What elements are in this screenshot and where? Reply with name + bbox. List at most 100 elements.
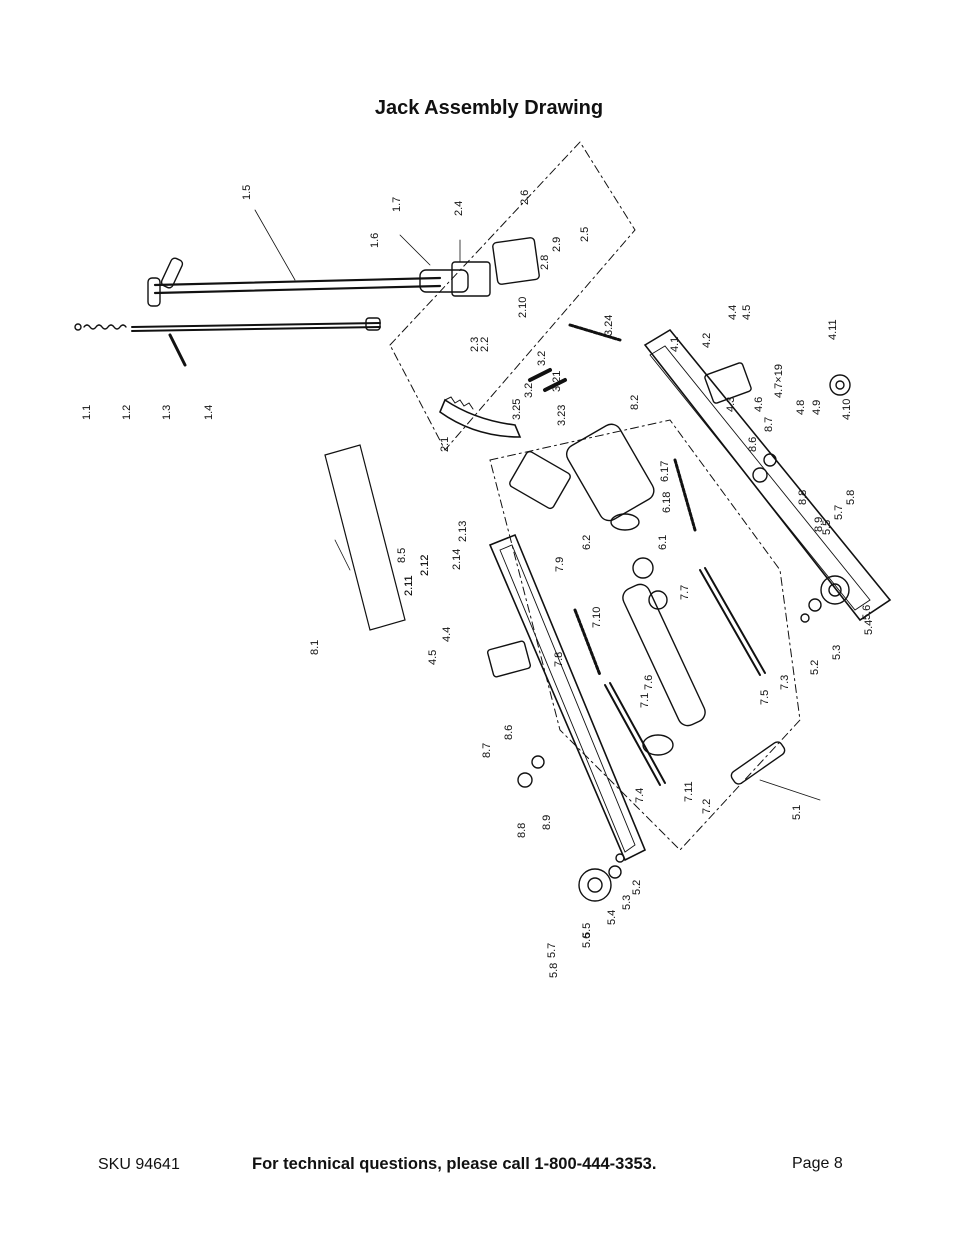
part-label: 5.3 xyxy=(621,895,633,910)
part-label: 6.2 xyxy=(581,535,593,550)
part-label: 5.1 xyxy=(791,805,803,820)
part-label: 7.7 xyxy=(679,585,691,600)
part-label: 8.9 xyxy=(541,815,553,830)
hydraulic-pump xyxy=(509,368,655,531)
lift-bracket-left xyxy=(486,640,532,678)
part-label: 5.4 xyxy=(606,910,618,925)
part-label: 5.8 xyxy=(845,490,857,505)
part-label: 2.14 xyxy=(451,549,463,570)
part-label: 3.25 xyxy=(511,399,523,420)
part-label: 7.1 xyxy=(639,693,651,708)
part-label: 7.6 xyxy=(643,675,655,690)
part-label: 5.5 xyxy=(821,520,833,535)
dashed-envelope-upper xyxy=(389,141,636,451)
part-label: 2.11 xyxy=(403,575,415,596)
part-label: 7.8 xyxy=(553,652,565,667)
part-label: 5.7 xyxy=(546,943,558,958)
part-label: 2.4 xyxy=(453,201,465,216)
part-label: 4.9 xyxy=(811,400,823,415)
part-label: 8.7 xyxy=(481,743,493,758)
part-label: 8.1 xyxy=(309,640,321,655)
part-label: 2.12 xyxy=(419,555,431,576)
wheel-left xyxy=(578,853,625,902)
part-label: 2.9 xyxy=(551,237,563,252)
part-label: 1.3 xyxy=(161,405,173,420)
part-label: 6.18 xyxy=(661,492,673,513)
part-label-layer: 1.1 1.2 1.3 1.4 1.5 1.6 1.7 2.1 2.22.3 2.4 2.5 2.6 2… xyxy=(81,185,875,978)
part-label: 4.5 xyxy=(427,650,439,665)
jack-assembly-drawing: 1.1 1.2 1.3 1.4 1.5 1.6 1.7 2.1 2.22.3 2.4 2.5 2.6 2… xyxy=(74,141,892,978)
part-label: 8.8 xyxy=(797,490,809,505)
part-label: 1.7 xyxy=(391,197,403,212)
part-label: 8.6 xyxy=(747,437,759,452)
part-label: 8.9 xyxy=(813,517,825,532)
part-label: 4.3 xyxy=(725,397,737,412)
part-label: 3.24 xyxy=(603,315,615,336)
part-label: 5.2 xyxy=(631,880,643,895)
part-label: 2.3 xyxy=(469,337,481,352)
sku-number: SKU 94641 xyxy=(98,1156,180,1173)
part-label: 2.8 xyxy=(539,255,551,270)
part-label: 3.2 xyxy=(523,383,535,398)
part-label: 6.17 xyxy=(659,461,671,482)
left-side-frame xyxy=(488,533,647,862)
part-label: 7.2 xyxy=(701,799,713,814)
part-label: 5.4 xyxy=(863,620,875,635)
part-label: 4.10 xyxy=(841,399,853,420)
drawing-lines xyxy=(74,141,892,902)
part-label: 5.2 xyxy=(809,660,821,675)
wheel-right xyxy=(800,575,850,623)
part-label: 3.23 xyxy=(556,405,568,426)
part-label: 5.5 xyxy=(581,923,593,938)
part-label: 8.2 xyxy=(629,395,641,410)
part-label: 4.4 xyxy=(727,305,739,320)
handle-assembly xyxy=(147,257,491,307)
part-label: 2.10 xyxy=(517,297,529,318)
part-label: 7.9 xyxy=(554,557,566,572)
part-label: 8.8 xyxy=(516,823,528,838)
part-label: 1.5 xyxy=(241,185,253,200)
saddle-arm xyxy=(439,398,522,438)
part-label: 5.6 xyxy=(861,605,873,620)
part-label: 2.2 xyxy=(479,337,491,352)
dashed-envelope-lower xyxy=(489,419,801,851)
part-label: 4.5 xyxy=(741,305,753,320)
part-label: 7.11 xyxy=(683,781,695,802)
part-label: 4.1 xyxy=(669,337,681,352)
part-label: 5.6 xyxy=(581,933,593,948)
part-label: 4.7×19 xyxy=(773,364,785,398)
upper-bracket xyxy=(492,237,540,285)
part-label: 5.8 xyxy=(548,963,560,978)
lift-arms xyxy=(604,567,786,786)
part-label: 7.4 xyxy=(634,788,646,803)
part-label: 7.5 xyxy=(759,690,771,705)
part-label: 1.4 xyxy=(203,405,215,420)
part-label: 2.6 xyxy=(519,190,531,205)
handle-pad xyxy=(324,444,406,631)
page-number: Page 8 xyxy=(792,1155,843,1172)
part-label: 3.21 xyxy=(551,371,563,392)
part-label: 8.5 xyxy=(396,548,408,563)
part-label: 5.7 xyxy=(833,505,845,520)
part-label: 1.2 xyxy=(121,405,133,420)
right-side-frame xyxy=(643,328,892,622)
part-label: 7.3 xyxy=(779,675,791,690)
part-label: 8.7 xyxy=(763,417,775,432)
part-label: 2.13 xyxy=(457,521,469,542)
part-label: 1.6 xyxy=(369,233,381,248)
part-label: 2.1 xyxy=(439,437,451,452)
part-label: 4.2 xyxy=(701,333,713,348)
part-label: 3.2 xyxy=(536,351,548,366)
lift-bracket-right xyxy=(704,362,752,404)
part-label: 5.3 xyxy=(831,645,843,660)
part-label: 4.11 xyxy=(827,319,839,340)
part-label: 2.5 xyxy=(579,227,591,242)
part-label: 1.1 xyxy=(81,405,93,420)
part-label: 8.6 xyxy=(503,725,515,740)
part-label: 4.6 xyxy=(753,397,765,412)
part-label: 6.1 xyxy=(657,535,669,550)
part-label: 2.11 xyxy=(403,575,415,596)
part-label: 4.8 xyxy=(795,400,807,415)
page-title: Jack Assembly Drawing xyxy=(374,97,604,119)
technical-support-text: For technical questions, please call 1-8… xyxy=(252,1155,657,1173)
